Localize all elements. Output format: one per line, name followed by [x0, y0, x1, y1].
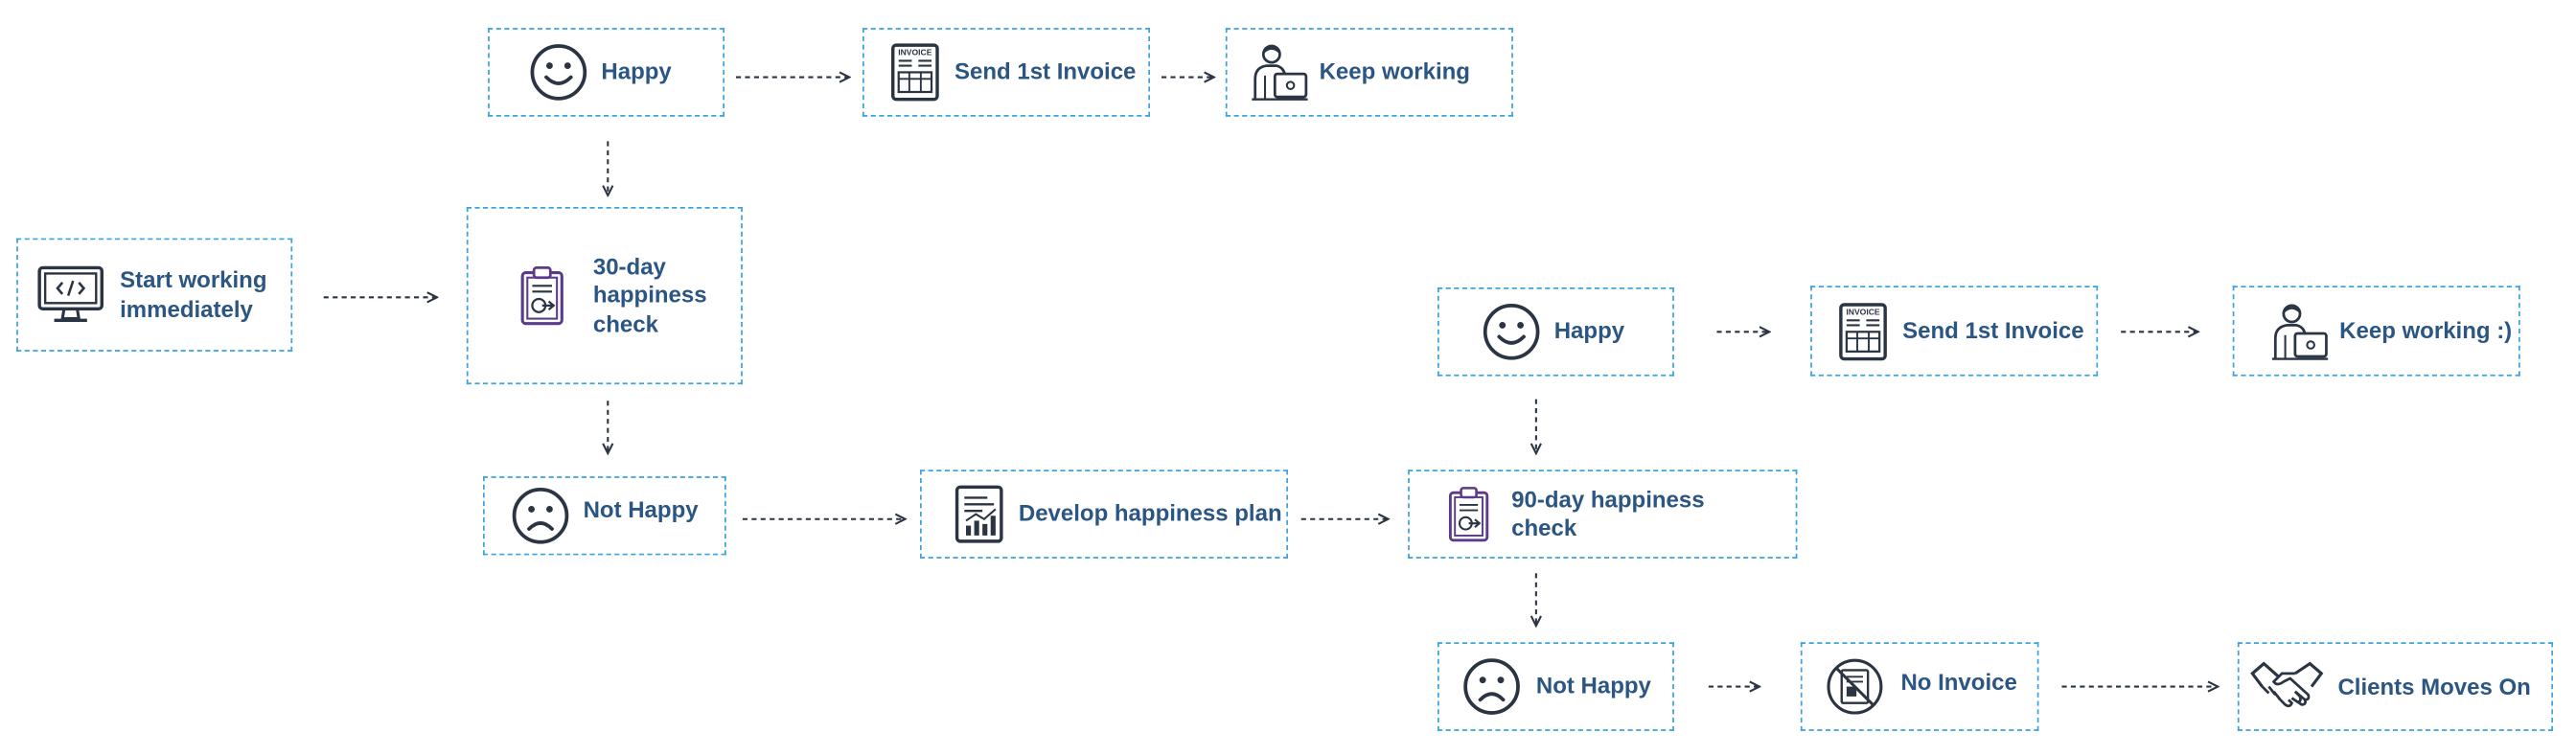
node-label: Clients Moves On [2337, 674, 2531, 700]
node-no-invoice: No Invoice [1800, 642, 2039, 731]
node-label: 90-day happiness check [1511, 485, 1705, 541]
node-develop-plan: Develop happiness plan [920, 470, 1289, 559]
report-chart-icon [954, 485, 1003, 544]
node-send-invoice-2: INVOICE Send 1st Invoice [1810, 286, 2099, 377]
invoice-icon-text: INVOICE [898, 47, 932, 57]
node-happy-1: Happy [488, 28, 725, 117]
node-30-day-check: 30-day happiness check [466, 207, 743, 385]
node-label: No Invoice [1900, 669, 2017, 696]
smiley-face-icon [1482, 302, 1541, 361]
monitor-code-icon [36, 262, 105, 328]
node-label: Keep working :) [2339, 316, 2513, 343]
node-start-working: Start working immediately [16, 238, 293, 352]
node-label: Not Happy [1535, 672, 1651, 699]
handshake-icon [2249, 657, 2325, 717]
clipboard-check-icon [518, 264, 566, 327]
node-label: Not Happy [583, 496, 699, 523]
sad-face-icon [511, 486, 570, 545]
node-not-happy-2: Not Happy [1438, 642, 1674, 731]
smiley-face-icon [529, 43, 588, 103]
person-laptop-icon [2270, 302, 2330, 361]
node-keep-working-1: Keep working [1225, 28, 1513, 117]
node-clients-moves-on: Clients Moves On [2237, 642, 2554, 731]
node-label: Keep working [1319, 57, 1470, 84]
invoice-icon: INVOICE [890, 43, 939, 103]
node-label: Start working immediately [120, 265, 267, 322]
node-send-invoice-1: INVOICE Send 1st Invoice [862, 28, 1151, 117]
node-keep-working-2: Keep working :) [2232, 286, 2520, 377]
invoice-icon-text: INVOICE [1846, 306, 1879, 315]
node-label: Send 1st Invoice [954, 57, 1137, 84]
node-90-day-check: 90-day happiness check [1408, 470, 1798, 559]
node-label: 30-day happiness check [592, 252, 707, 337]
clipboard-check-icon [1446, 485, 1492, 544]
sad-face-icon [1462, 657, 1522, 717]
node-label: Develop happiness plan [1018, 499, 1282, 527]
person-laptop-icon [1251, 43, 1310, 103]
node-not-happy-1: Not Happy [483, 476, 726, 556]
node-label: Send 1st Invoice [1902, 316, 2084, 343]
node-happy-2: Happy [1438, 287, 1674, 377]
no-invoice-icon [1826, 657, 1885, 717]
invoice-icon: INVOICE [1838, 302, 1887, 361]
node-label: Happy [601, 57, 672, 84]
node-label: Happy [1553, 317, 1625, 344]
